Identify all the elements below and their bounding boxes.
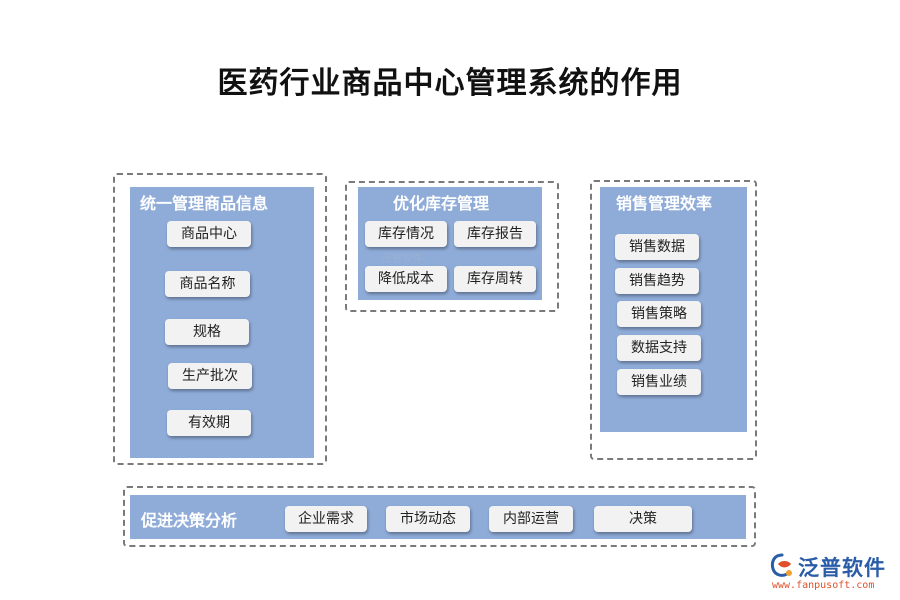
brand-logo-icon xyxy=(770,553,792,577)
brand-name: 泛普软件 xyxy=(798,556,886,580)
inventory-chip-report: 库存报告 xyxy=(454,221,536,247)
inventory-chip-cost: 降低成本 xyxy=(365,266,447,292)
brand-url: www.fanpusoft.com xyxy=(772,580,875,591)
page-title: 医药行业商品中心管理系统的作用 xyxy=(217,66,683,101)
info-group-title: 统一管理商品信息 xyxy=(140,194,269,213)
sales-group-title: 销售管理效率 xyxy=(616,194,713,213)
sales-chip-data: 销售数据 xyxy=(615,234,699,260)
sales-chip-trend: 销售趋势 xyxy=(615,268,699,294)
inventory-chip-turnover: 库存周转 xyxy=(454,266,536,292)
watermark: 泛普软件 xyxy=(382,254,422,265)
decision-group-frame xyxy=(123,486,756,547)
info-group-frame xyxy=(113,173,327,465)
decision-chip-operation: 内部运营 xyxy=(489,506,573,532)
inventory-group-frame xyxy=(345,181,559,312)
decision-chip-demand: 企业需求 xyxy=(285,506,367,532)
info-chip-product-name: 商品名称 xyxy=(165,271,250,297)
decision-chip-decision: 决策 xyxy=(594,506,692,532)
sales-chip-strategy: 销售策略 xyxy=(617,301,701,327)
info-chip-batch: 生产批次 xyxy=(168,363,252,389)
decision-chip-market: 市场动态 xyxy=(386,506,470,532)
decision-group-title: 促进决策分析 xyxy=(141,511,238,530)
brand-logo: 泛普软件 www.fanpusoft.com xyxy=(768,552,893,592)
inventory-chip-status: 库存情况 xyxy=(365,221,447,247)
sales-chip-performance: 销售业绩 xyxy=(617,369,701,395)
inventory-group-title: 优化库存管理 xyxy=(393,194,490,213)
sales-group-frame xyxy=(590,180,757,460)
sales-chip-support: 数据支持 xyxy=(617,335,701,361)
info-chip-spec: 规格 xyxy=(165,319,249,345)
info-chip-product-center: 商品中心 xyxy=(167,221,251,247)
info-chip-expiry: 有效期 xyxy=(167,410,251,436)
